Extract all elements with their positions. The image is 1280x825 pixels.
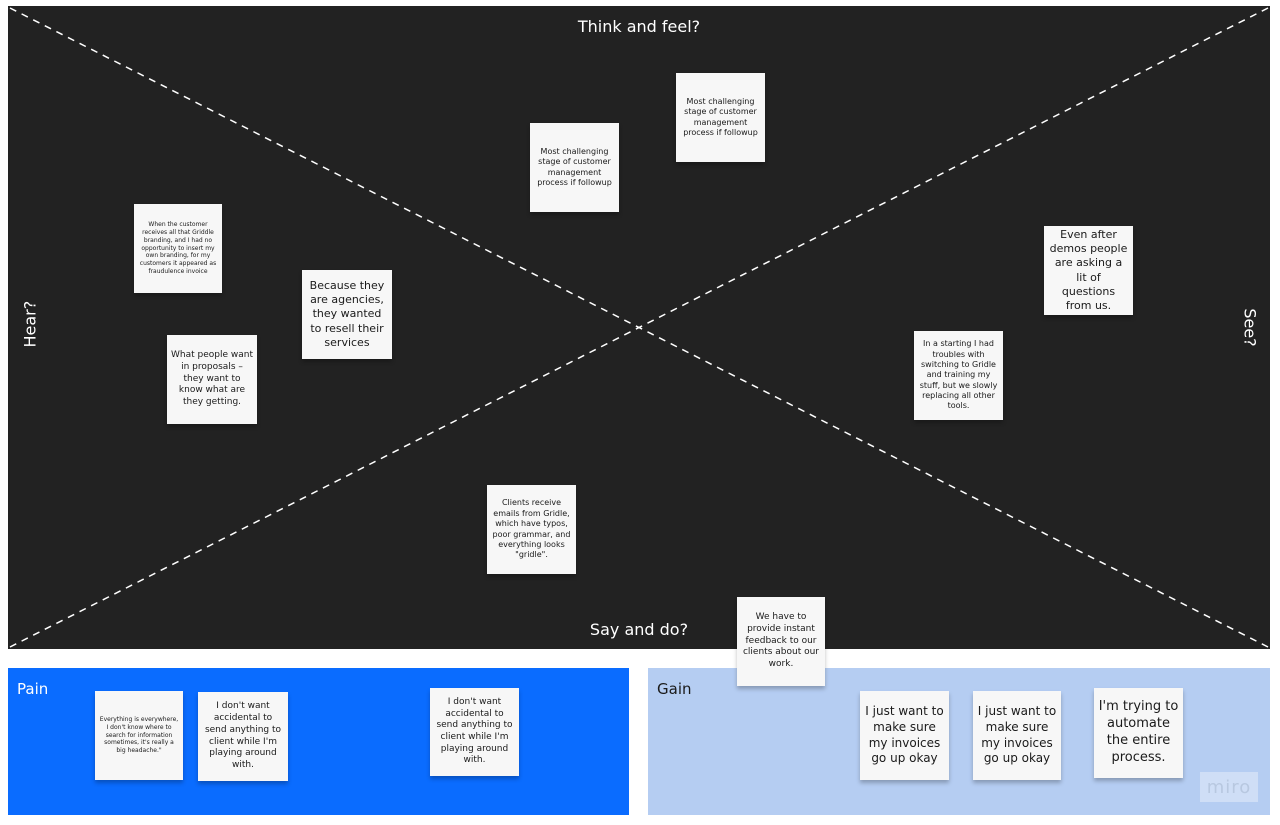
sticky-note[interactable]: I don't want accidental to send anything… xyxy=(430,688,519,776)
sticky-note[interactable]: Even after demos people are asking a lit… xyxy=(1044,226,1133,315)
miro-logo: miro xyxy=(1200,772,1258,802)
sticky-note[interactable]: Most challenging stage of customer manag… xyxy=(676,73,765,162)
sticky-note[interactable]: Most challenging stage of customer manag… xyxy=(530,123,619,212)
sticky-note[interactable]: Because they are agencies, they wanted t… xyxy=(302,270,392,359)
sticky-note[interactable]: In a starting I had troubles with switch… xyxy=(914,331,1003,420)
sticky-note[interactable]: We have to provide instant feedback to o… xyxy=(737,597,825,686)
sticky-note[interactable]: I'm trying to automate the entire proces… xyxy=(1094,688,1183,778)
empathy-map-board: Think and feel? Say and do? Hear? See? xyxy=(8,6,1270,649)
diagonal-line-2 xyxy=(9,7,1269,648)
say-do-label: Say and do? xyxy=(589,620,689,639)
sticky-note[interactable]: Everything is everywhere, I don't know w… xyxy=(95,691,183,780)
sticky-note[interactable]: When the customer receives all that Grid… xyxy=(134,204,222,293)
gain-title: Gain xyxy=(657,680,692,698)
sticky-note[interactable]: What people want in proposals – they wan… xyxy=(167,335,257,424)
sticky-note[interactable]: I just want to make sure my invoices go … xyxy=(973,691,1061,780)
sticky-note[interactable]: Clients receive emails from Gridle, whic… xyxy=(487,485,576,574)
pain-title: Pain xyxy=(17,680,49,698)
hear-label: Hear? xyxy=(20,300,40,348)
think-feel-label: Think and feel? xyxy=(577,17,701,36)
diagonal-lines xyxy=(9,7,1269,648)
sticky-note[interactable]: I don't want accidental to send anything… xyxy=(198,692,288,781)
see-label: See? xyxy=(1240,308,1260,347)
sticky-note[interactable]: I just want to make sure my invoices go … xyxy=(860,691,949,780)
